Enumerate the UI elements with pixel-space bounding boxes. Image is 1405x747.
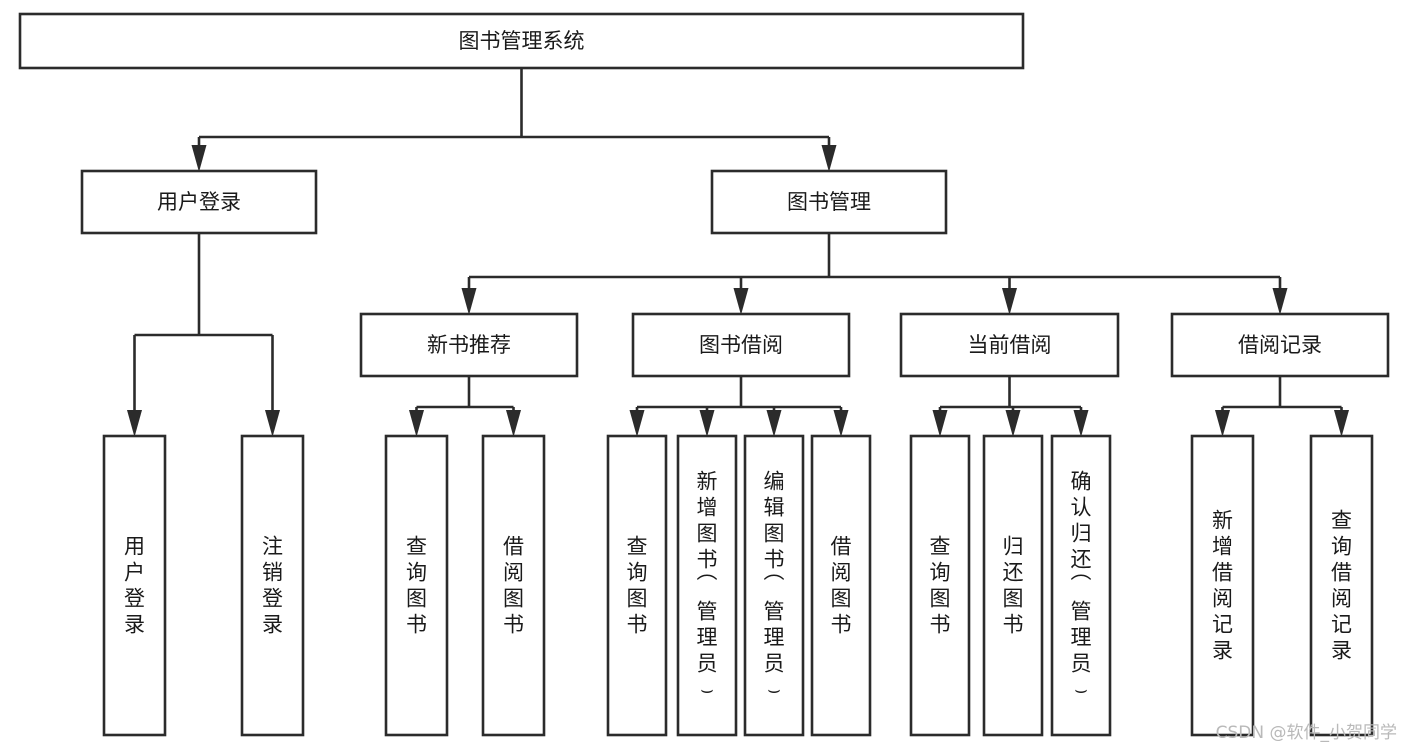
node-leaf-r-add[interactable]: 新增借阅记录 — [1190, 434, 1255, 737]
csdn-watermark: CSDN @软件_小贺同学 — [1215, 723, 1397, 743]
edge-arrowhead — [191, 145, 207, 172]
edge-group-root — [191, 68, 837, 172]
node-l2-record[interactable]: 借阅记录 — [1170, 312, 1390, 378]
node-box[interactable] — [1309, 434, 1374, 737]
node-box[interactable] — [810, 434, 872, 737]
edge-group-l1-book — [461, 233, 1288, 315]
node-box[interactable] — [1170, 312, 1390, 378]
node-label: 新增图书⌒管理员⌣ — [697, 470, 718, 702]
node-label: 用户登录 — [124, 535, 145, 637]
node-label: 查询图书 — [930, 535, 951, 637]
edge-arrowhead — [733, 288, 749, 315]
edge-group-l2-borrow — [629, 376, 849, 437]
node-box[interactable] — [909, 434, 971, 737]
node-box[interactable] — [606, 434, 668, 737]
node-root[interactable]: 图书管理系统 — [18, 12, 1025, 70]
node-box[interactable] — [18, 12, 1025, 70]
edge-arrowhead — [699, 410, 715, 437]
node-label: 图书管理 — [787, 190, 871, 214]
node-label: 新书推荐 — [427, 333, 511, 357]
node-box[interactable] — [899, 312, 1120, 378]
node-label: 新增借阅记录 — [1212, 509, 1233, 663]
node-leaf-b-borrow[interactable]: 借阅图书 — [810, 434, 872, 737]
node-box[interactable] — [743, 434, 805, 737]
edge-arrowhead — [1272, 288, 1288, 315]
edge-arrowhead — [1073, 410, 1089, 437]
node-box[interactable] — [982, 434, 1044, 737]
edge-arrowhead — [1002, 288, 1017, 315]
edge-arrowhead — [833, 410, 849, 437]
node-l2-newbook[interactable]: 新书推荐 — [359, 312, 579, 378]
edge-arrowhead — [461, 288, 477, 315]
node-leaf-c-confirm[interactable]: 确认归还⌒管理员⌣ — [1050, 434, 1112, 737]
edges-layer — [127, 68, 1349, 437]
node-leaf-c-return[interactable]: 归还图书 — [982, 434, 1044, 737]
edge-group-l1-login — [127, 233, 280, 437]
node-leaf-c-query[interactable]: 查询图书 — [909, 434, 971, 737]
node-label: 注销登录 — [262, 535, 283, 637]
node-leaf-new-query[interactable]: 查询图书 — [384, 434, 449, 737]
node-leaf-new-borrow[interactable]: 借阅图书 — [481, 434, 546, 737]
edge-group-l2-newbook — [409, 376, 521, 437]
edge-arrowhead — [265, 410, 280, 437]
node-leaf-b-add[interactable]: 新增图书⌒管理员⌣ — [676, 434, 738, 737]
node-leaf-user-logout[interactable]: 注销登录 — [240, 434, 305, 737]
node-box[interactable] — [80, 169, 318, 235]
node-label: 借阅记录 — [1238, 333, 1322, 357]
node-label: 查询图书 — [406, 535, 427, 637]
node-l2-borrow[interactable]: 图书借阅 — [631, 312, 851, 378]
node-label: 查询图书 — [627, 535, 648, 637]
node-box[interactable] — [1050, 434, 1112, 737]
node-box[interactable] — [676, 434, 738, 737]
node-box[interactable] — [359, 312, 579, 378]
edge-group-l2-record — [1215, 376, 1349, 437]
node-label: 当前借阅 — [968, 333, 1052, 357]
edge-arrowhead — [766, 410, 782, 437]
node-l2-current[interactable]: 当前借阅 — [899, 312, 1120, 378]
node-label: 编辑图书⌒管理员⌣ — [764, 470, 785, 702]
node-label: 确认归还⌒管理员⌣ — [1071, 470, 1092, 702]
node-l1-book[interactable]: 图书管理 — [710, 169, 948, 235]
edge-arrowhead — [506, 410, 521, 437]
node-box[interactable] — [710, 169, 948, 235]
node-label: 查询借阅记录 — [1331, 509, 1352, 663]
node-leaf-b-query[interactable]: 查询图书 — [606, 434, 668, 737]
node-label: 借阅图书 — [831, 535, 852, 637]
edge-arrowhead — [409, 410, 424, 437]
node-label: 借阅图书 — [503, 535, 524, 637]
node-leaf-b-edit[interactable]: 编辑图书⌒管理员⌣ — [743, 434, 805, 737]
node-box[interactable] — [631, 312, 851, 378]
node-label: 用户登录 — [157, 190, 241, 214]
edge-arrowhead — [629, 410, 645, 437]
node-leaf-user-login[interactable]: 用户登录 — [102, 434, 167, 737]
edge-arrowhead — [932, 410, 948, 437]
node-box[interactable] — [240, 434, 305, 737]
node-leaf-r-query[interactable]: 查询借阅记录 — [1309, 434, 1374, 737]
edge-arrowhead — [1215, 410, 1230, 437]
edge-arrowhead — [127, 410, 142, 437]
node-box[interactable] — [102, 434, 167, 737]
node-l1-login[interactable]: 用户登录 — [80, 169, 318, 235]
node-box[interactable] — [1190, 434, 1255, 737]
node-label: 图书借阅 — [699, 333, 783, 357]
edge-arrowhead — [1334, 410, 1349, 437]
edge-arrowhead — [821, 145, 837, 172]
edge-group-l2-current — [932, 376, 1089, 437]
node-label: 归还图书 — [1003, 535, 1024, 637]
edge-arrowhead — [1005, 410, 1021, 437]
node-box[interactable] — [384, 434, 449, 737]
node-label: 图书管理系统 — [459, 29, 585, 53]
node-box[interactable] — [481, 434, 546, 737]
nodes-layer: 图书管理系统用户登录图书管理新书推荐图书借阅当前借阅借阅记录用户登录注销登录查询… — [18, 12, 1390, 737]
